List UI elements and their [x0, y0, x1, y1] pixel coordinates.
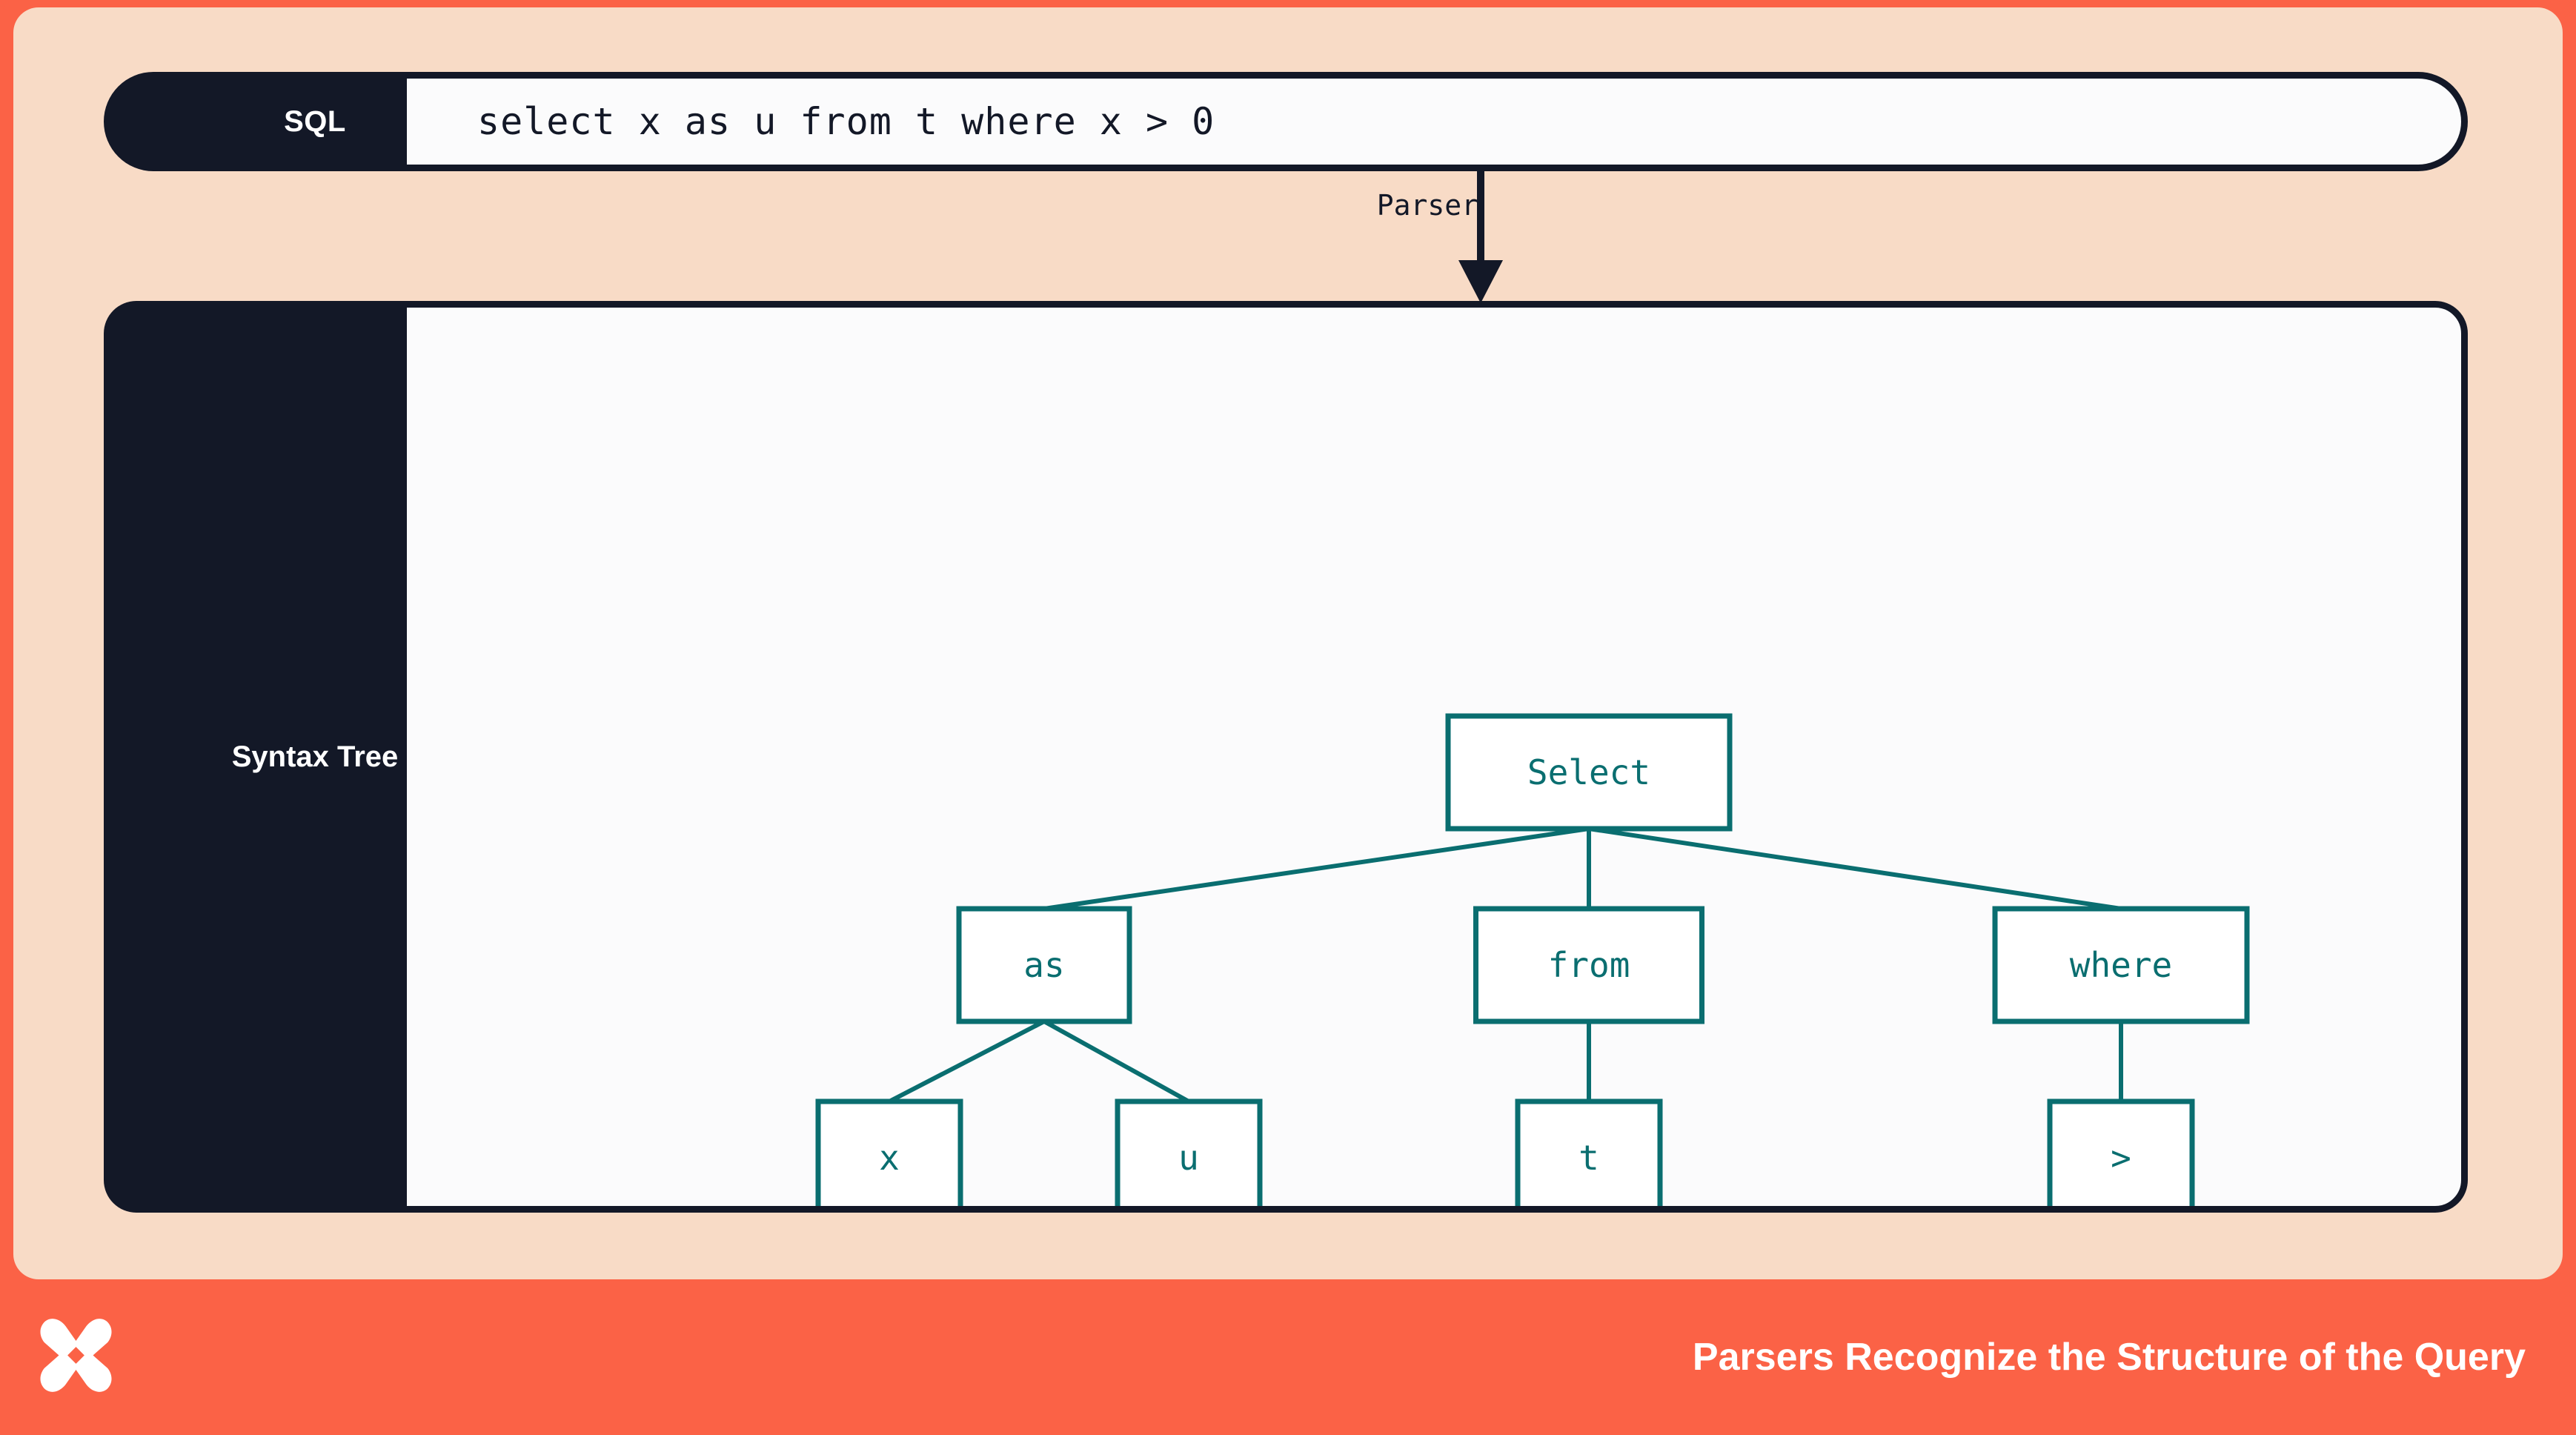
- tree-edge: [888, 1019, 1046, 1104]
- tree-node[interactable]: as: [956, 906, 1132, 1024]
- tree-node-label: as: [1023, 945, 1064, 985]
- tree-edge: [1588, 826, 2122, 911]
- tree-node-box: [1515, 1098, 1663, 1206]
- tree-edge: [1043, 826, 1590, 911]
- tree-node-box: [1445, 713, 1733, 832]
- tree-node-label: from: [1548, 945, 1630, 985]
- tree-node-label: u: [1178, 1138, 1199, 1178]
- tree-node[interactable]: from: [1473, 906, 1704, 1024]
- tree-node[interactable]: t: [1515, 1098, 1663, 1213]
- sql-query-text: select x as u from t where x > 0: [477, 100, 1215, 143]
- tree-node[interactable]: >: [2047, 1098, 2195, 1213]
- tree-node[interactable]: x: [815, 1098, 963, 1213]
- tree-node-box: [1992, 906, 2250, 1024]
- tree-node[interactable]: u: [1115, 1098, 1263, 1213]
- parser-arrow-group: Parser: [1289, 171, 1541, 305]
- sql-label-text: SQL: [284, 105, 346, 138]
- tree-node-label: Select: [1527, 752, 1650, 792]
- tree-node-label: x: [879, 1138, 900, 1178]
- tree-node-box: [1473, 906, 1704, 1024]
- x-star-logo-icon[interactable]: [33, 1313, 119, 1398]
- sql-query-input[interactable]: select x as u from t where x > 0: [400, 72, 2468, 171]
- tree-node-label: >: [2111, 1138, 2131, 1178]
- tree-node-box: [956, 906, 1132, 1024]
- tree-node-label: where: [2070, 945, 2172, 985]
- tree-node-box: [2047, 1098, 2195, 1206]
- sql-row: SQL select x as u from t where x > 0: [104, 72, 2468, 171]
- tree-node-box: [815, 1098, 963, 1206]
- tree-edge: [1043, 1019, 1190, 1104]
- tree-node[interactable]: Select: [1445, 713, 1733, 832]
- tree-node-box: [1115, 1098, 1263, 1206]
- parser-label: Parser: [1376, 189, 1478, 222]
- footer-caption: Parsers Recognize the Structure of the Q…: [1692, 1336, 2526, 1379]
- footer-bar: Parsers Recognize the Structure of the Q…: [0, 1279, 2576, 1435]
- parser-arrow-icon: [1458, 171, 1503, 303]
- syntax-tree-label: Syntax Tree: [231, 740, 399, 773]
- tree-node[interactable]: where: [1992, 906, 2250, 1024]
- tree-node-label: t: [1579, 1138, 1599, 1178]
